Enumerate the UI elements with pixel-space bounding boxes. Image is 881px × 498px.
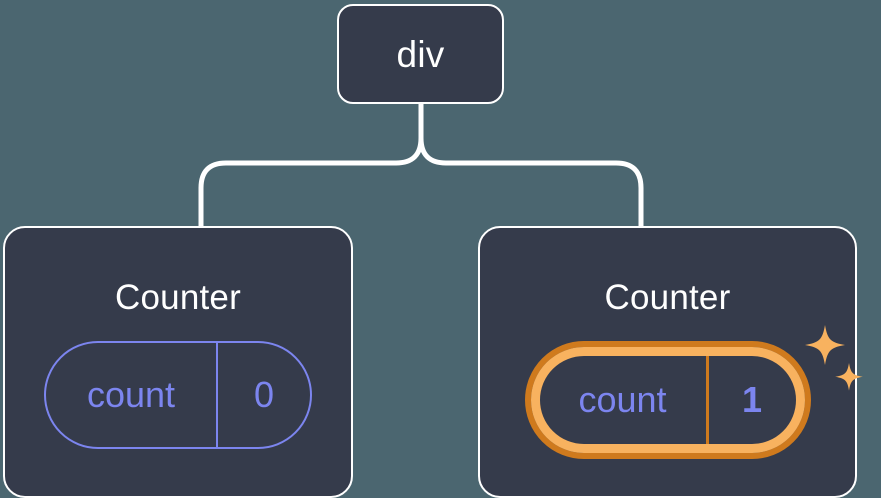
tree-node-counter-right-label: Counter	[604, 278, 731, 317]
tree-node-counter-left-label: Counter	[115, 278, 241, 317]
state-pill-wrapper-right: count 1	[524, 325, 863, 459]
connector-right-branch	[418, 101, 644, 229]
tree-node-div[interactable]: div	[337, 4, 504, 104]
state-pill-key-left: count	[86, 374, 176, 415]
sparkle-small-icon	[834, 363, 863, 391]
tree-node-counter-right[interactable]: Counter count 1	[478, 226, 863, 498]
tree-node-div-label: div	[396, 33, 445, 75]
state-pill-count-left[interactable]: count 0	[44, 341, 312, 449]
state-pill-wrapper-left: count 0	[44, 341, 312, 449]
connector-left-branch	[198, 101, 424, 229]
state-pill-value-left: 0	[216, 343, 310, 447]
sparkle-large-icon	[804, 325, 845, 365]
state-pill-key-right: count	[578, 379, 667, 420]
state-pill-count-right-highlight-ring[interactable]: count 1	[524, 341, 811, 459]
tree-node-counter-left[interactable]: Counter count 0	[3, 226, 353, 498]
state-pill-value-right: 1	[705, 356, 796, 444]
state-pill-count-right[interactable]: count 1	[530, 347, 805, 453]
